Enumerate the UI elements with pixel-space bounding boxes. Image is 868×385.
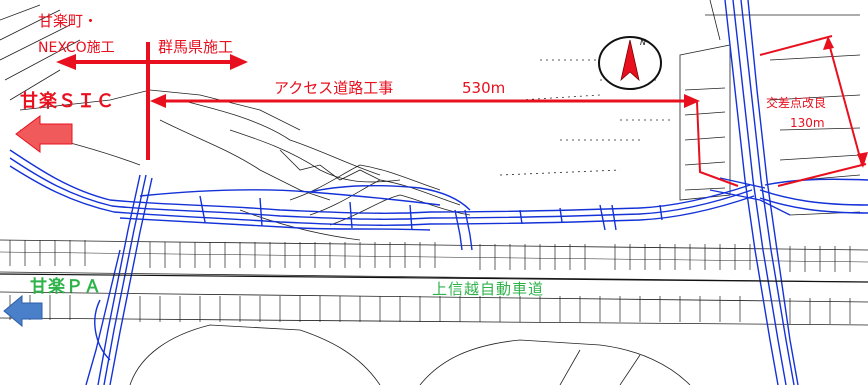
expressway-centerline xyxy=(0,273,868,283)
authority-arrow-right-head xyxy=(230,54,248,70)
access-road-arrow-right-head xyxy=(684,94,700,108)
north-arrow-icon: N xyxy=(598,36,662,90)
intersection-dimension-head-bottom xyxy=(857,152,868,168)
north-label: N xyxy=(640,38,646,47)
intersection-dimension xyxy=(759,35,867,187)
left-arrow-icon xyxy=(3,294,43,328)
authority-arrow-left-head xyxy=(56,54,76,70)
annotation-arrowheads xyxy=(56,54,700,108)
planned-road-network xyxy=(9,0,868,385)
access-road-route-marker xyxy=(696,101,739,187)
authority-label-line1: 甘楽町・ xyxy=(38,12,98,30)
intersection-label: 交差点改良 xyxy=(766,95,826,110)
expressway-label: 上信越自動車道 xyxy=(432,280,544,298)
intersection-length: 130m xyxy=(790,116,825,130)
prefecture-label: 群馬県施工 xyxy=(158,38,233,56)
intersection-dimension-head-top xyxy=(823,36,834,50)
access-road-label: アクセス道路工事 xyxy=(274,79,393,97)
parking-area-label: 甘楽ＰＡ xyxy=(30,276,102,297)
annotation-lines xyxy=(70,42,690,160)
smart-ic-label: 甘楽ＳＩＣ xyxy=(20,90,115,112)
access-road-length: 530m xyxy=(462,79,505,97)
authority-label-line2: NEXCO施工 xyxy=(38,40,115,56)
access-road-arrow-left-head xyxy=(150,94,166,108)
left-arrow-icon xyxy=(15,115,73,153)
